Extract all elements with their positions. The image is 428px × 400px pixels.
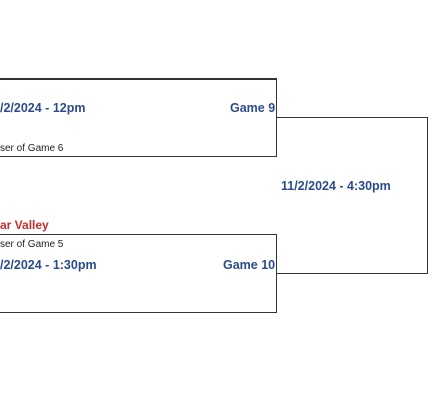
next-round-time: 11/2/2024 - 4:30pm: [281, 179, 391, 193]
game-9-box[interactable]: [0, 78, 277, 157]
game-10-label: Game 10: [223, 258, 276, 272]
game-9-middle-line: [0, 79, 276, 80]
game-10-top-team: ar Valley: [0, 218, 49, 232]
game-9-bottom-slot: ser of Game 6: [0, 143, 64, 154]
game-9-connector: [277, 117, 428, 118]
game-9-time: /2/2024 - 12pm: [0, 101, 86, 115]
game-10-box[interactable]: [0, 234, 277, 313]
game-10-connector: [277, 273, 428, 274]
game-10-time: /2/2024 - 1:30pm: [0, 258, 97, 272]
game-10-top-slot: ser of Game 5: [0, 239, 64, 250]
game-9-label: Game 9: [230, 101, 276, 115]
